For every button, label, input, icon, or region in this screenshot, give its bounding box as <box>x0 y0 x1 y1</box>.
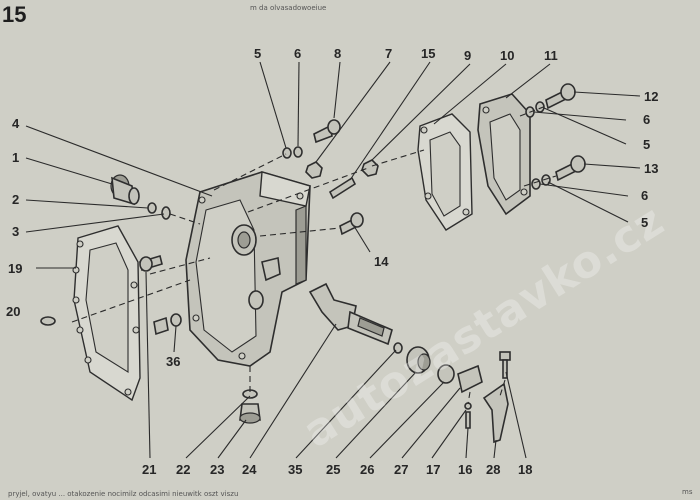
callout-label: 3 <box>12 224 19 239</box>
boot-25 <box>406 346 431 374</box>
callout-label: 4 <box>12 116 20 131</box>
washer-6 <box>531 178 541 190</box>
callout-label: 2 <box>12 192 19 207</box>
callout-label: 13 <box>644 161 658 176</box>
callout-label: 21 <box>142 462 156 477</box>
leader-lines <box>25 61 641 459</box>
callout-label: 8 <box>334 46 341 61</box>
bolt-8 <box>313 119 341 144</box>
callout-label: 7 <box>385 46 392 61</box>
bolt-14 <box>339 212 364 236</box>
bolt-18 <box>499 351 511 379</box>
screw-16 <box>465 411 471 429</box>
nut-9 <box>361 159 379 177</box>
callout-label: 22 <box>176 462 190 477</box>
callout-label: 16 <box>458 462 472 477</box>
callout-label: 20 <box>6 304 20 319</box>
callout-label: 6 <box>294 46 301 61</box>
washer <box>161 206 171 220</box>
callout-label: 26 <box>360 462 374 477</box>
nut-7 <box>305 161 323 179</box>
callout-label: 25 <box>326 462 340 477</box>
callout-label: 9 <box>464 48 471 63</box>
callout-label: 12 <box>644 89 658 104</box>
callout-label: 27 <box>394 462 408 477</box>
bolt-21-head <box>139 256 153 272</box>
circlip <box>40 316 56 326</box>
drain-plug <box>239 389 261 424</box>
callout-label: 5 <box>641 215 648 230</box>
washer-5 <box>282 147 292 159</box>
filler-plug <box>110 174 140 206</box>
callout-label: 35 <box>288 462 302 477</box>
callout-label: 28 <box>486 462 500 477</box>
washer <box>147 202 157 214</box>
block-27 <box>457 364 483 394</box>
ring-26 <box>437 364 455 384</box>
callout-label: 19 <box>8 261 22 276</box>
bolt-36 <box>153 316 169 336</box>
callout-label: 6 <box>643 112 650 127</box>
corner-text: ms <box>682 488 693 496</box>
footer-text: pryjel, ovatyu ... otakozenie nocimilz o… <box>8 490 238 498</box>
callout-label: 14 <box>374 254 389 269</box>
callout-label: 23 <box>210 462 224 477</box>
header-text: m da olvasadowoeiue <box>250 4 326 12</box>
gasket-left <box>72 225 141 402</box>
side-cover <box>477 93 531 216</box>
assembly-lines <box>71 105 557 405</box>
stud-15 <box>328 176 357 200</box>
callout-numbers: 5 6 8 7 15 9 10 11 12 6 5 13 6 5 4 1 2 3… <box>6 46 658 477</box>
figure-number: 15 <box>2 2 26 27</box>
bolt-13 <box>555 155 586 182</box>
lever-28 <box>482 382 509 444</box>
selector-fork <box>308 282 393 346</box>
callout-label: 6 <box>641 188 648 203</box>
bolt-12 <box>545 83 576 110</box>
gearbox-housing <box>185 171 311 367</box>
callout-label: 11 <box>544 48 558 63</box>
callout-label: 5 <box>643 137 650 152</box>
washer-6 <box>293 146 303 158</box>
callout-label: 1 <box>12 150 19 165</box>
cover-gasket <box>417 113 473 231</box>
callout-label: 36 <box>166 354 180 369</box>
callout-label: 18 <box>518 462 532 477</box>
callout-label: 17 <box>426 462 440 477</box>
callout-label: 10 <box>500 48 514 63</box>
callout-label: 5 <box>254 46 261 61</box>
callout-label: 15 <box>421 46 435 61</box>
washer-36 <box>170 313 182 327</box>
callout-label: 24 <box>242 462 257 477</box>
